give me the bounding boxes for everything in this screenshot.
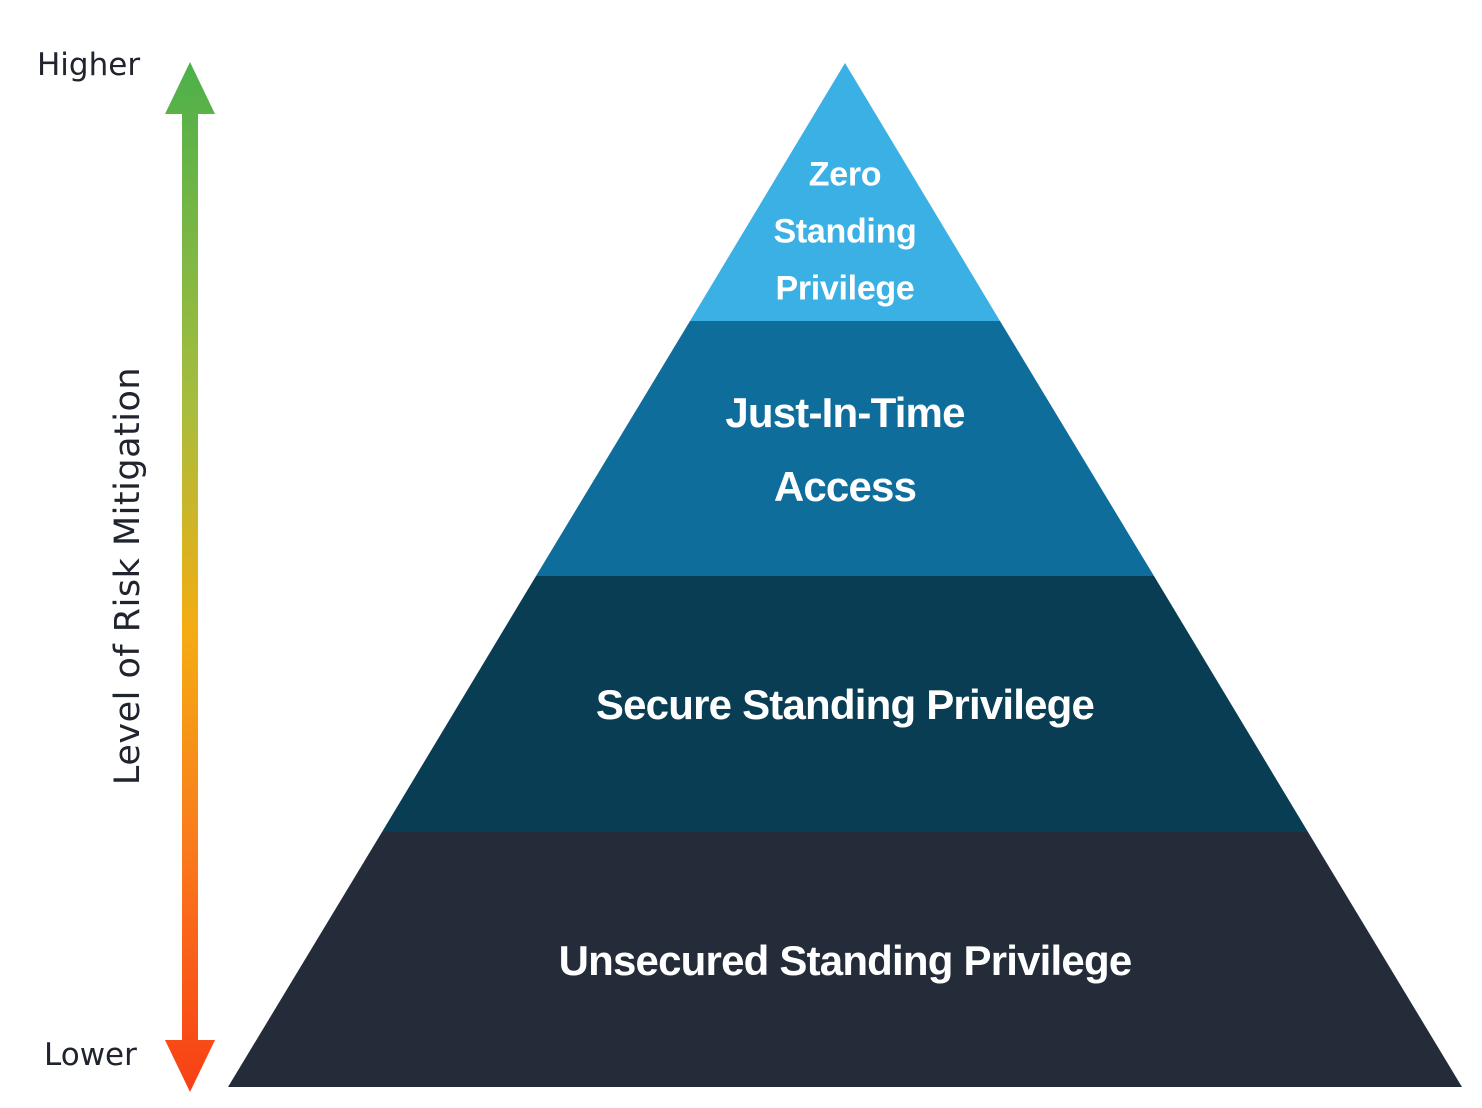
tier-secure-standing-privilege-label: Secure Standing Privilege	[595, 681, 1095, 729]
risk-gradient-arrow	[165, 62, 215, 1092]
double-arrow-icon	[165, 62, 215, 1092]
tier-secure-standing-privilege-shape	[382, 576, 1308, 832]
axis-lower-label: Lower	[44, 1037, 137, 1073]
tier-unsecured-standing-privilege-label: Unsecured Standing Privilege	[558, 937, 1133, 985]
tier-zero-standing-privilege-label: Zero Standing Privilege	[773, 147, 916, 318]
axis-higher-label: Higher	[37, 47, 141, 83]
tier1-line3: Privilege	[775, 269, 915, 308]
tier-just-in-time-access-shape	[536, 321, 1154, 576]
tier2-line2: Access	[773, 463, 917, 510]
tier-just-in-time-access-label: Just-In-Time Access	[725, 376, 965, 524]
tier1-line1: Zero	[808, 155, 882, 194]
tier3-line1: Secure Standing Privilege	[595, 681, 1095, 728]
tier-zero-standing-privilege-shape	[690, 63, 1000, 321]
tier2-line1: Just-In-Time	[725, 389, 965, 436]
tier1-line2: Standing	[773, 212, 917, 251]
tier4-line1: Unsecured Standing Privilege	[558, 937, 1133, 984]
tier-unsecured-standing-privilege-shape	[228, 832, 1462, 1087]
